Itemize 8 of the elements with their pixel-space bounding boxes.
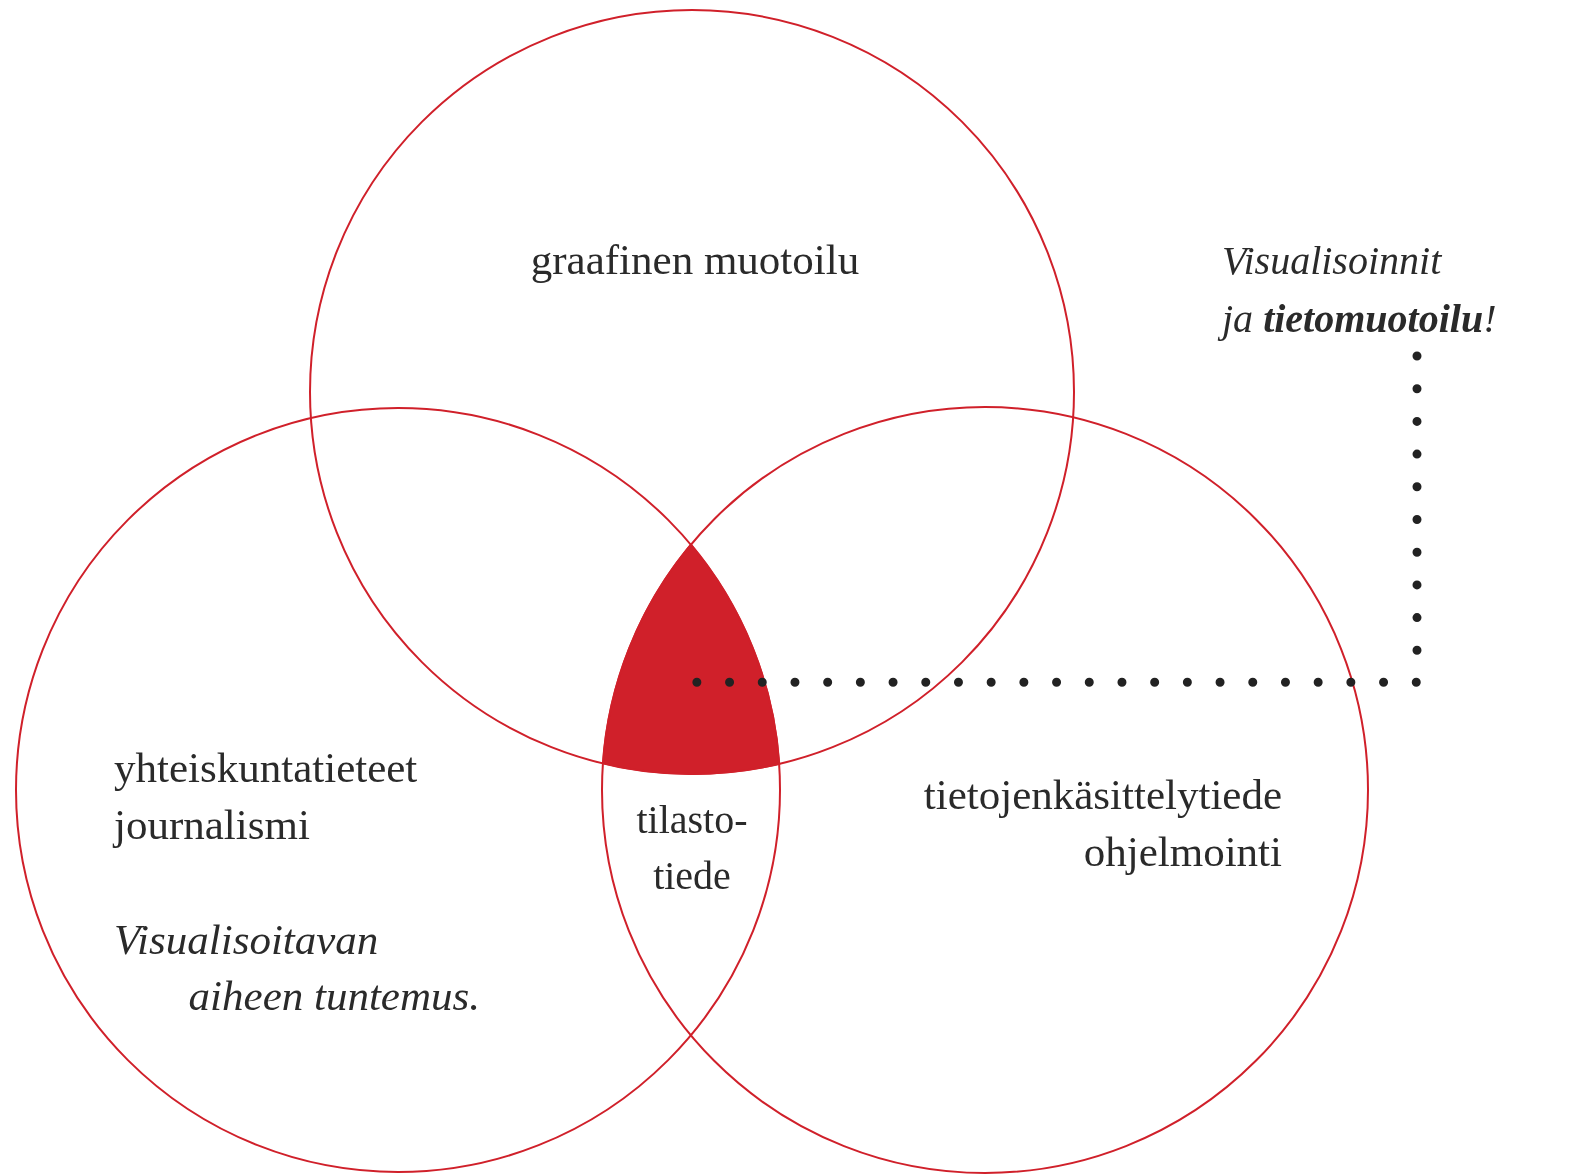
overlap-label: tilasto-tiede	[635, 796, 749, 900]
circle-label: Visualisoitavan aiheen tuntemus.	[114, 915, 480, 1021]
circle-label: journalismi	[114, 800, 311, 850]
leader-line	[689, 351, 1422, 687]
circle-label: tietojenkäsittelytiede	[922, 770, 1282, 820]
circle-label: graafinen muotoilu	[529, 235, 861, 285]
circle-label: ohjelmointi	[1082, 827, 1282, 877]
circle-label: yhteiskuntatieteet	[114, 743, 419, 793]
